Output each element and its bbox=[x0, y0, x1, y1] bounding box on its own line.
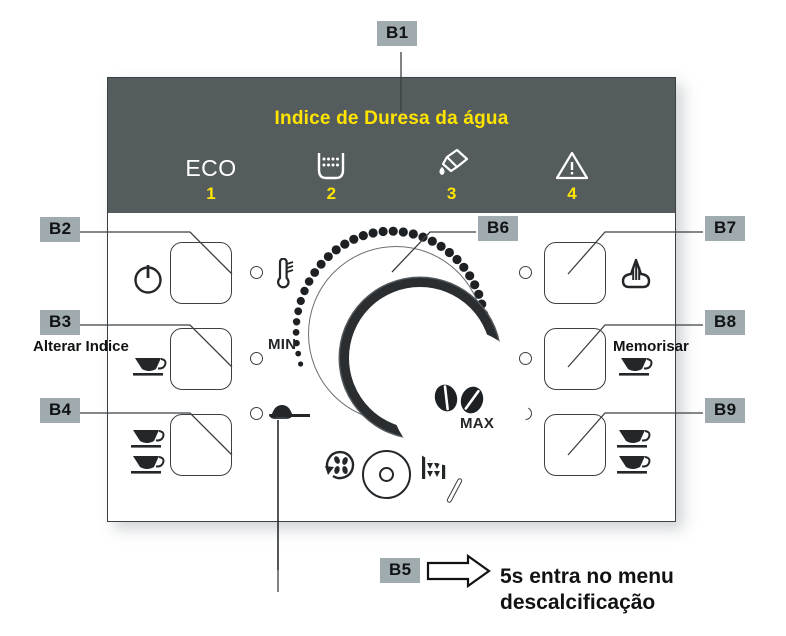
center-round-button[interactable] bbox=[362, 450, 411, 499]
thermometer-icon bbox=[271, 257, 297, 297]
coffee-grounds-recycle-icon bbox=[323, 448, 357, 487]
display-indicator-descale: 3 bbox=[409, 146, 495, 202]
led-indicator bbox=[519, 266, 532, 279]
descale-pour-icon bbox=[409, 146, 495, 182]
single-coffee-cup-icon bbox=[616, 354, 654, 385]
coffee-beans-icon bbox=[432, 381, 488, 415]
knob-pointer bbox=[445, 477, 464, 504]
callout-tag-b7: B7 bbox=[705, 216, 746, 241]
arrow-right-icon bbox=[426, 553, 491, 589]
display-indicator-eco: ECO 1 bbox=[168, 146, 254, 203]
callout-tag-b9: B9 bbox=[705, 398, 746, 423]
coffee-machine-control-panel: Indice de Duresa da água ECO 1 bbox=[107, 77, 676, 522]
annotation-descalcificacao-line2: descalcificação bbox=[500, 591, 656, 615]
eco-text-icon: ECO bbox=[168, 146, 254, 182]
eco-label: ECO bbox=[185, 155, 237, 181]
display-title: Indice de Duresa da água bbox=[274, 108, 509, 129]
annotation-descalcificacao: 5s entra no menu descalcificação bbox=[500, 564, 770, 617]
coffee-strength-knob[interactable] bbox=[285, 223, 529, 504]
callout-tag-b1: B1 bbox=[377, 21, 418, 46]
single-espresso-button[interactable] bbox=[170, 328, 232, 390]
indicator-number: 3 bbox=[446, 184, 457, 203]
double-coffee-cup-icon bbox=[614, 428, 654, 487]
indicator-number: 1 bbox=[206, 184, 216, 203]
double-espresso-button[interactable] bbox=[170, 414, 232, 476]
double-cup-icon bbox=[128, 428, 168, 487]
callout-tag-b5: B5 bbox=[380, 558, 421, 583]
annotation-descalcificacao-line1: 5s entra no menu bbox=[500, 565, 674, 588]
water-tank-icon bbox=[288, 146, 374, 182]
knob-min-label: MIN bbox=[268, 336, 297, 353]
annotation-memorisar: Memorisar bbox=[613, 338, 689, 355]
indicator-number: 4 bbox=[567, 184, 577, 203]
single-cup-icon bbox=[130, 354, 168, 385]
display-indicator-water: 2 bbox=[288, 146, 374, 202]
knob-body[interactable] bbox=[308, 246, 529, 504]
machine-display: Indice de Duresa da água ECO 1 bbox=[108, 78, 675, 213]
knob-max-label: MAX bbox=[460, 415, 495, 432]
display-indicator-warning: 4 bbox=[529, 146, 615, 202]
knob-face bbox=[391, 329, 529, 504]
ground-coffee-spoon-icon bbox=[268, 403, 312, 430]
callout-tag-b3: B3 bbox=[40, 310, 81, 335]
power-icon bbox=[130, 261, 166, 302]
indicator-number: 2 bbox=[326, 184, 337, 203]
callout-tag-b8: B8 bbox=[705, 310, 746, 335]
single-coffee-button[interactable] bbox=[544, 328, 606, 390]
steam-button[interactable] bbox=[544, 242, 606, 304]
knob-ring bbox=[340, 278, 529, 504]
callout-tag-b4: B4 bbox=[40, 398, 81, 423]
annotation-alterar-indice: Alterar Indice bbox=[33, 338, 129, 355]
callout-tag-b2: B2 bbox=[40, 217, 81, 242]
led-indicator bbox=[250, 266, 263, 279]
warning-triangle-icon bbox=[529, 146, 615, 182]
led-indicator bbox=[250, 352, 263, 365]
double-coffee-button[interactable] bbox=[544, 414, 606, 476]
callout-tag-b6: B6 bbox=[478, 216, 519, 241]
led-indicator bbox=[250, 407, 263, 420]
steam-icon bbox=[619, 258, 653, 299]
power-button[interactable] bbox=[170, 242, 232, 304]
display-indicator-row: ECO 1 2 bbox=[168, 146, 615, 202]
led-indicator bbox=[519, 352, 532, 365]
